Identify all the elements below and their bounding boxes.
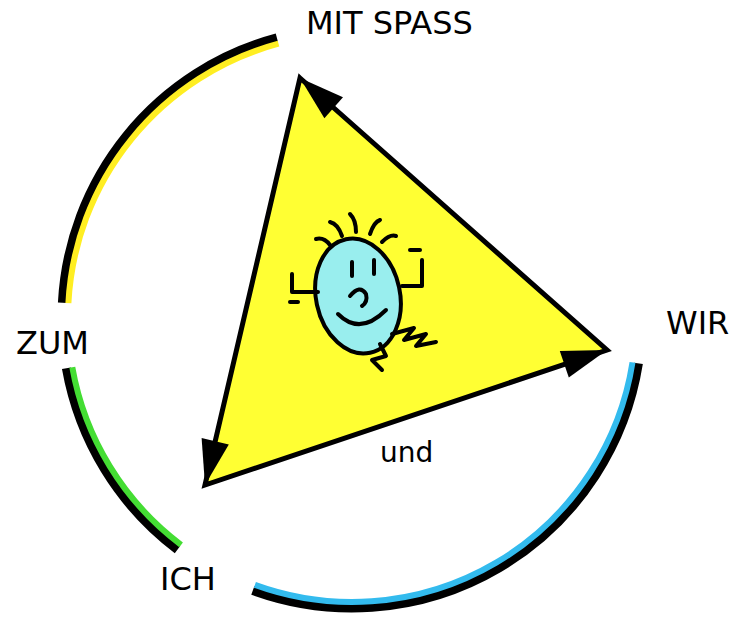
triangle [205,78,607,485]
circle-label: MIT SPASS [306,6,473,41]
circle-label: und [380,438,433,469]
arrow-head [560,350,607,378]
smiley-figure [290,214,436,370]
arc-outline [62,38,277,303]
circle-label: ZUM [16,326,89,361]
arc-outline [66,368,177,549]
yellow-arc [68,44,278,303]
green-arc [72,367,181,545]
arrow-head [202,438,229,485]
circle-label: WIR [666,306,729,341]
circle-label: ICH [160,562,216,597]
arrow-head [300,78,343,118]
